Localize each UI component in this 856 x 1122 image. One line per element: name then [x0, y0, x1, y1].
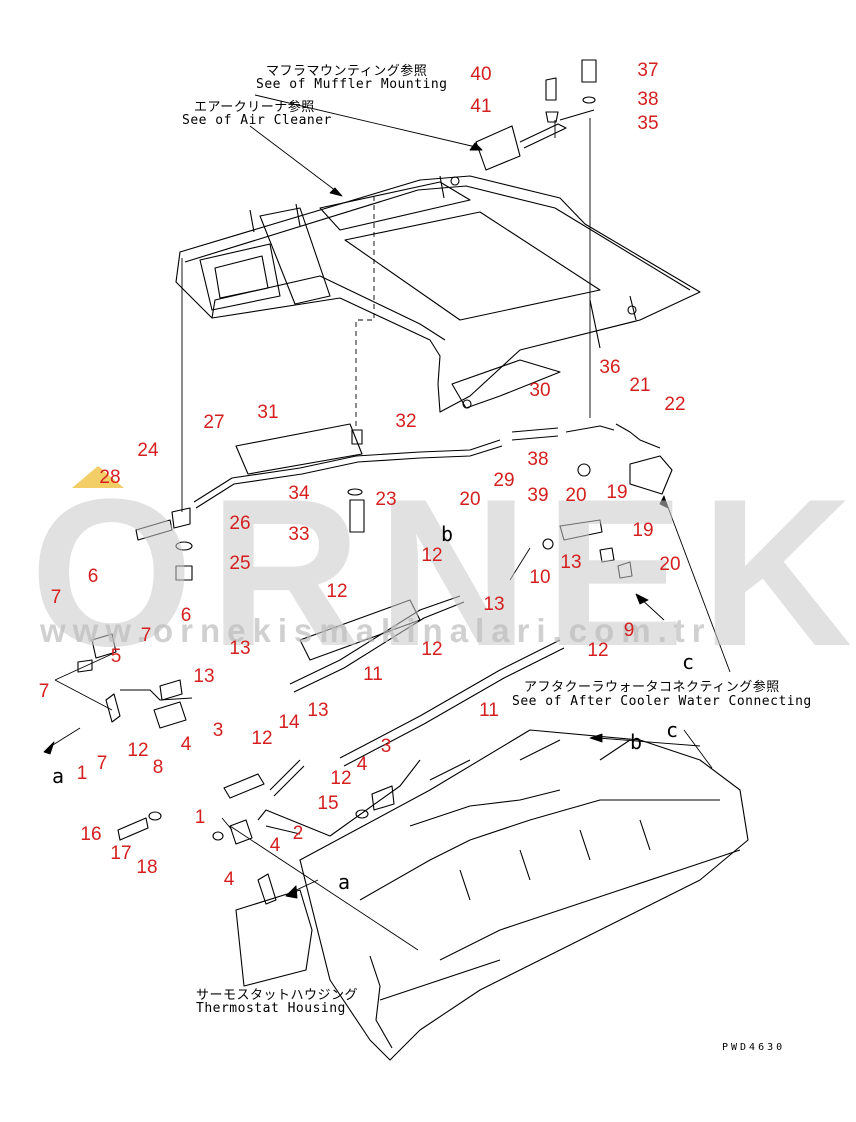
callout-13b: 13: [483, 594, 505, 615]
callout-24: 24: [137, 440, 159, 461]
callout-41: 41: [470, 96, 492, 117]
callout-14: 14: [278, 712, 300, 733]
ref-letter-b2: b: [629, 730, 643, 754]
watermark-triangle: [72, 466, 124, 488]
watermark-logo: ORNEK: [30, 455, 856, 690]
ref-letter-a: a: [51, 764, 65, 788]
callout-13c: 13: [229, 638, 251, 659]
callout-4c: 4: [269, 835, 281, 856]
callout-25: 25: [229, 553, 251, 574]
callout-12b: 12: [326, 581, 348, 602]
lower-pipe-assembly: [77, 595, 565, 845]
callout-6b: 6: [180, 605, 192, 626]
ref-letter-c: c: [681, 650, 695, 674]
bolts-left: [135, 429, 365, 581]
engine-block: [235, 729, 749, 1061]
callout-31: 31: [257, 402, 279, 423]
reference-leaders: [43, 94, 731, 951]
callout-16: 16: [80, 824, 102, 845]
callout-40: 40: [470, 64, 492, 85]
callout-23: 23: [375, 489, 397, 510]
ref-letter-c2: c: [665, 718, 679, 742]
callout-13: 13: [560, 552, 582, 573]
callout-20: 20: [565, 485, 587, 506]
callout-4b: 4: [356, 754, 368, 775]
callout-12d: 12: [421, 639, 443, 660]
callout-33: 33: [288, 524, 310, 545]
aftercooler-reference-jp: アフタクーラウォータコネクティング参照: [524, 680, 780, 695]
callout-12c: 12: [587, 640, 609, 661]
callout-5: 5: [110, 646, 122, 667]
callout-37: 37: [637, 60, 659, 81]
callout-21: 21: [629, 375, 651, 396]
callout-7d: 7: [96, 753, 108, 774]
callout-38b: 38: [527, 449, 549, 470]
watermark-url: www.ornekismakinalari.com.tr: [40, 612, 712, 649]
callout-32: 32: [395, 411, 417, 432]
callout-9: 9: [623, 620, 635, 641]
callout-13d: 13: [193, 666, 215, 687]
aircleaner-reference-jp: エアークリーナ参照: [194, 100, 315, 115]
callout-15: 15: [317, 793, 339, 814]
callout-1: 1: [76, 763, 88, 784]
callout-12g: 12: [330, 768, 352, 789]
callout-36: 36: [599, 357, 621, 378]
callout-3: 3: [380, 736, 392, 757]
muffler-reference-en: See of Muffler Mounting: [256, 77, 448, 92]
callout-39: 39: [527, 485, 549, 506]
muffler-bracket: [475, 59, 597, 171]
aftercooler-reference-en: See of After Cooler Water Connecting: [512, 694, 812, 709]
callout-12: 12: [421, 545, 443, 566]
callout-12e: 12: [251, 728, 273, 749]
callout-11: 11: [363, 664, 383, 685]
thermostat-reference-en: Thermostat Housing: [196, 1001, 346, 1016]
callout-17: 17: [110, 843, 132, 864]
callout-7c: 7: [38, 681, 50, 702]
engine-cover-plate: [175, 175, 701, 413]
callout-20c: 20: [659, 554, 681, 575]
aircleaner-reference-en: See of Air Cleaner: [182, 113, 332, 128]
callout-3b: 3: [212, 720, 224, 741]
callout-22: 22: [664, 394, 686, 415]
muffler-reference-jp: マフラマウンティング参照: [266, 64, 428, 79]
callout-12f: 12: [127, 740, 149, 761]
upper-pipe-assembly: [193, 423, 673, 579]
callout-4d: 4: [223, 869, 235, 890]
callout-20b: 20: [459, 489, 481, 510]
callout-19: 19: [606, 482, 628, 503]
callout-38: 38: [637, 89, 659, 110]
callout-2: 2: [292, 823, 304, 844]
callout-35: 35: [637, 113, 659, 134]
callout-1b: 1: [194, 807, 206, 828]
callout-4: 4: [180, 734, 192, 755]
callout-26: 26: [229, 513, 251, 534]
callout-28: 28: [99, 467, 121, 488]
callout-13e: 13: [307, 700, 329, 721]
callout-19b: 19: [632, 520, 654, 541]
callout-6: 6: [87, 566, 99, 587]
thermostat-reference-jp: サーモスタットハウジング: [196, 988, 359, 1003]
callout-11b: 11: [479, 700, 499, 721]
callout-18: 18: [136, 857, 158, 878]
callout-7: 7: [50, 587, 62, 608]
callout-34: 34: [288, 483, 310, 504]
callout-30: 30: [529, 380, 551, 401]
callout-8: 8: [152, 757, 164, 778]
callout-7b: 7: [140, 625, 152, 646]
callout-29: 29: [493, 470, 515, 491]
callout-10: 10: [529, 567, 551, 588]
ref-letter-b: b: [440, 522, 454, 546]
ref-letter-a2: a: [337, 870, 351, 894]
drawing-code: PWD4630: [722, 1042, 786, 1053]
callout-27: 27: [203, 412, 225, 433]
